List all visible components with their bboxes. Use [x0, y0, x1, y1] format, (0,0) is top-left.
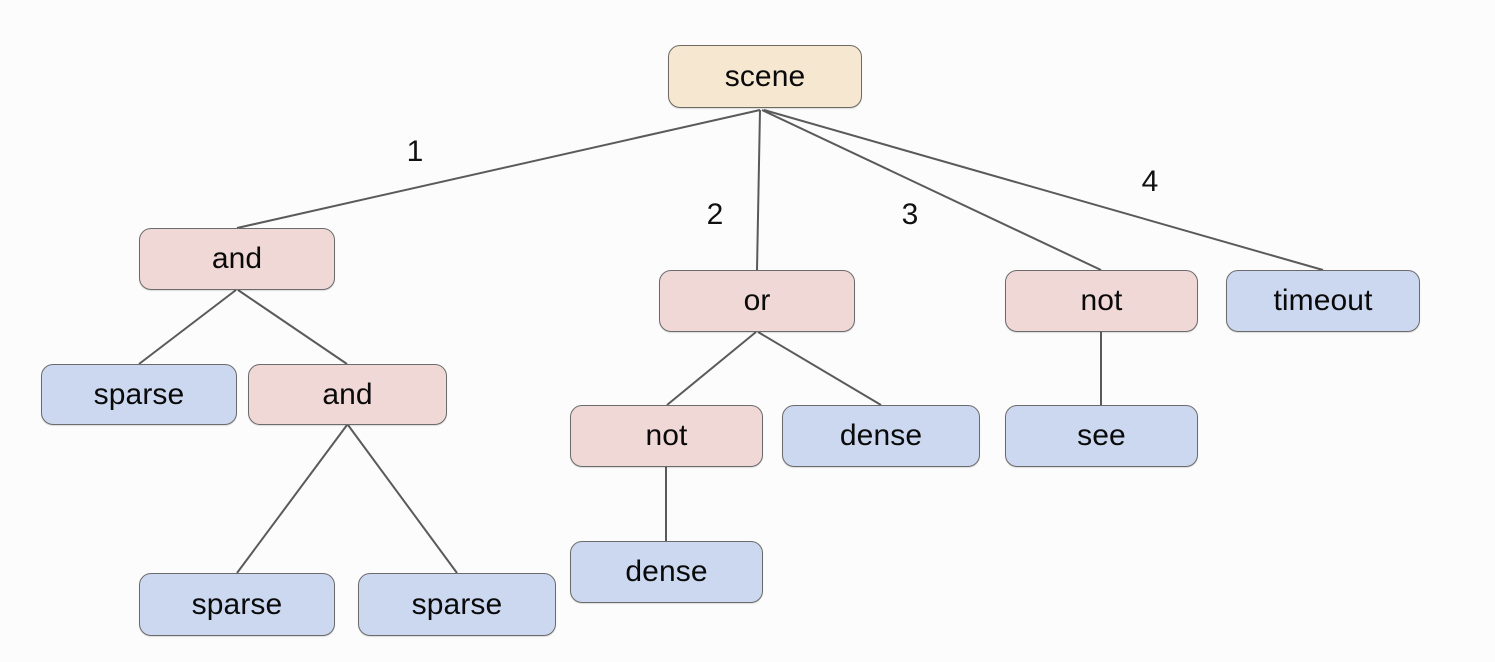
tree-node-see1[interactable]: see [1005, 405, 1198, 467]
tree-node-and1[interactable]: and [139, 228, 335, 290]
edge-label: 2 [706, 198, 724, 231]
tree-edge [761, 109, 1102, 271]
tree-node-sparse2[interactable]: sparse [139, 573, 335, 636]
tree-edge [138, 289, 237, 365]
tree-edge [237, 289, 348, 365]
tree-edge [236, 424, 348, 574]
tree-edge [757, 331, 882, 406]
tree-node-label: sparse [411, 587, 503, 621]
tree-node-label: sparse [93, 377, 185, 411]
tree-node-label: sparse [191, 587, 283, 621]
tree-node-and2[interactable]: and [248, 364, 447, 425]
tree-node-label: and [322, 377, 373, 411]
tree-node-not1[interactable]: not [1005, 270, 1198, 332]
tree-node-label: dense [839, 419, 923, 452]
tree-node-or1[interactable]: or [659, 270, 855, 332]
tree-node-sparse1[interactable]: sparse [41, 364, 237, 425]
tree-node-label: or [743, 284, 771, 317]
tree-node-label: dense [625, 555, 708, 588]
tree-node-label: not [645, 419, 688, 452]
tree-edge [236, 109, 761, 229]
tree-node-scene[interactable]: scene [668, 45, 862, 108]
tree-node-dense1[interactable]: dense [782, 405, 980, 467]
tree-node-label: see [1077, 419, 1126, 452]
tree-node-label: scene [724, 59, 806, 93]
tree-node-label: timeout [1273, 284, 1373, 317]
tree-node-label: and [211, 242, 263, 275]
tree-node-dense2[interactable]: dense [570, 541, 763, 603]
edge-label: 1 [406, 135, 424, 168]
tree-edge [756, 109, 761, 271]
tree-edge [763, 109, 1324, 271]
tree-node-sparse3[interactable]: sparse [358, 573, 556, 636]
edge-label: 4 [1141, 165, 1159, 198]
tree-edge [347, 424, 458, 574]
tree-edge [666, 331, 757, 406]
tree-node-timeout1[interactable]: timeout [1226, 270, 1420, 332]
edge-label: 3 [901, 198, 919, 231]
tree-node-label: not [1080, 284, 1123, 317]
tree-node-not2[interactable]: not [570, 405, 763, 467]
